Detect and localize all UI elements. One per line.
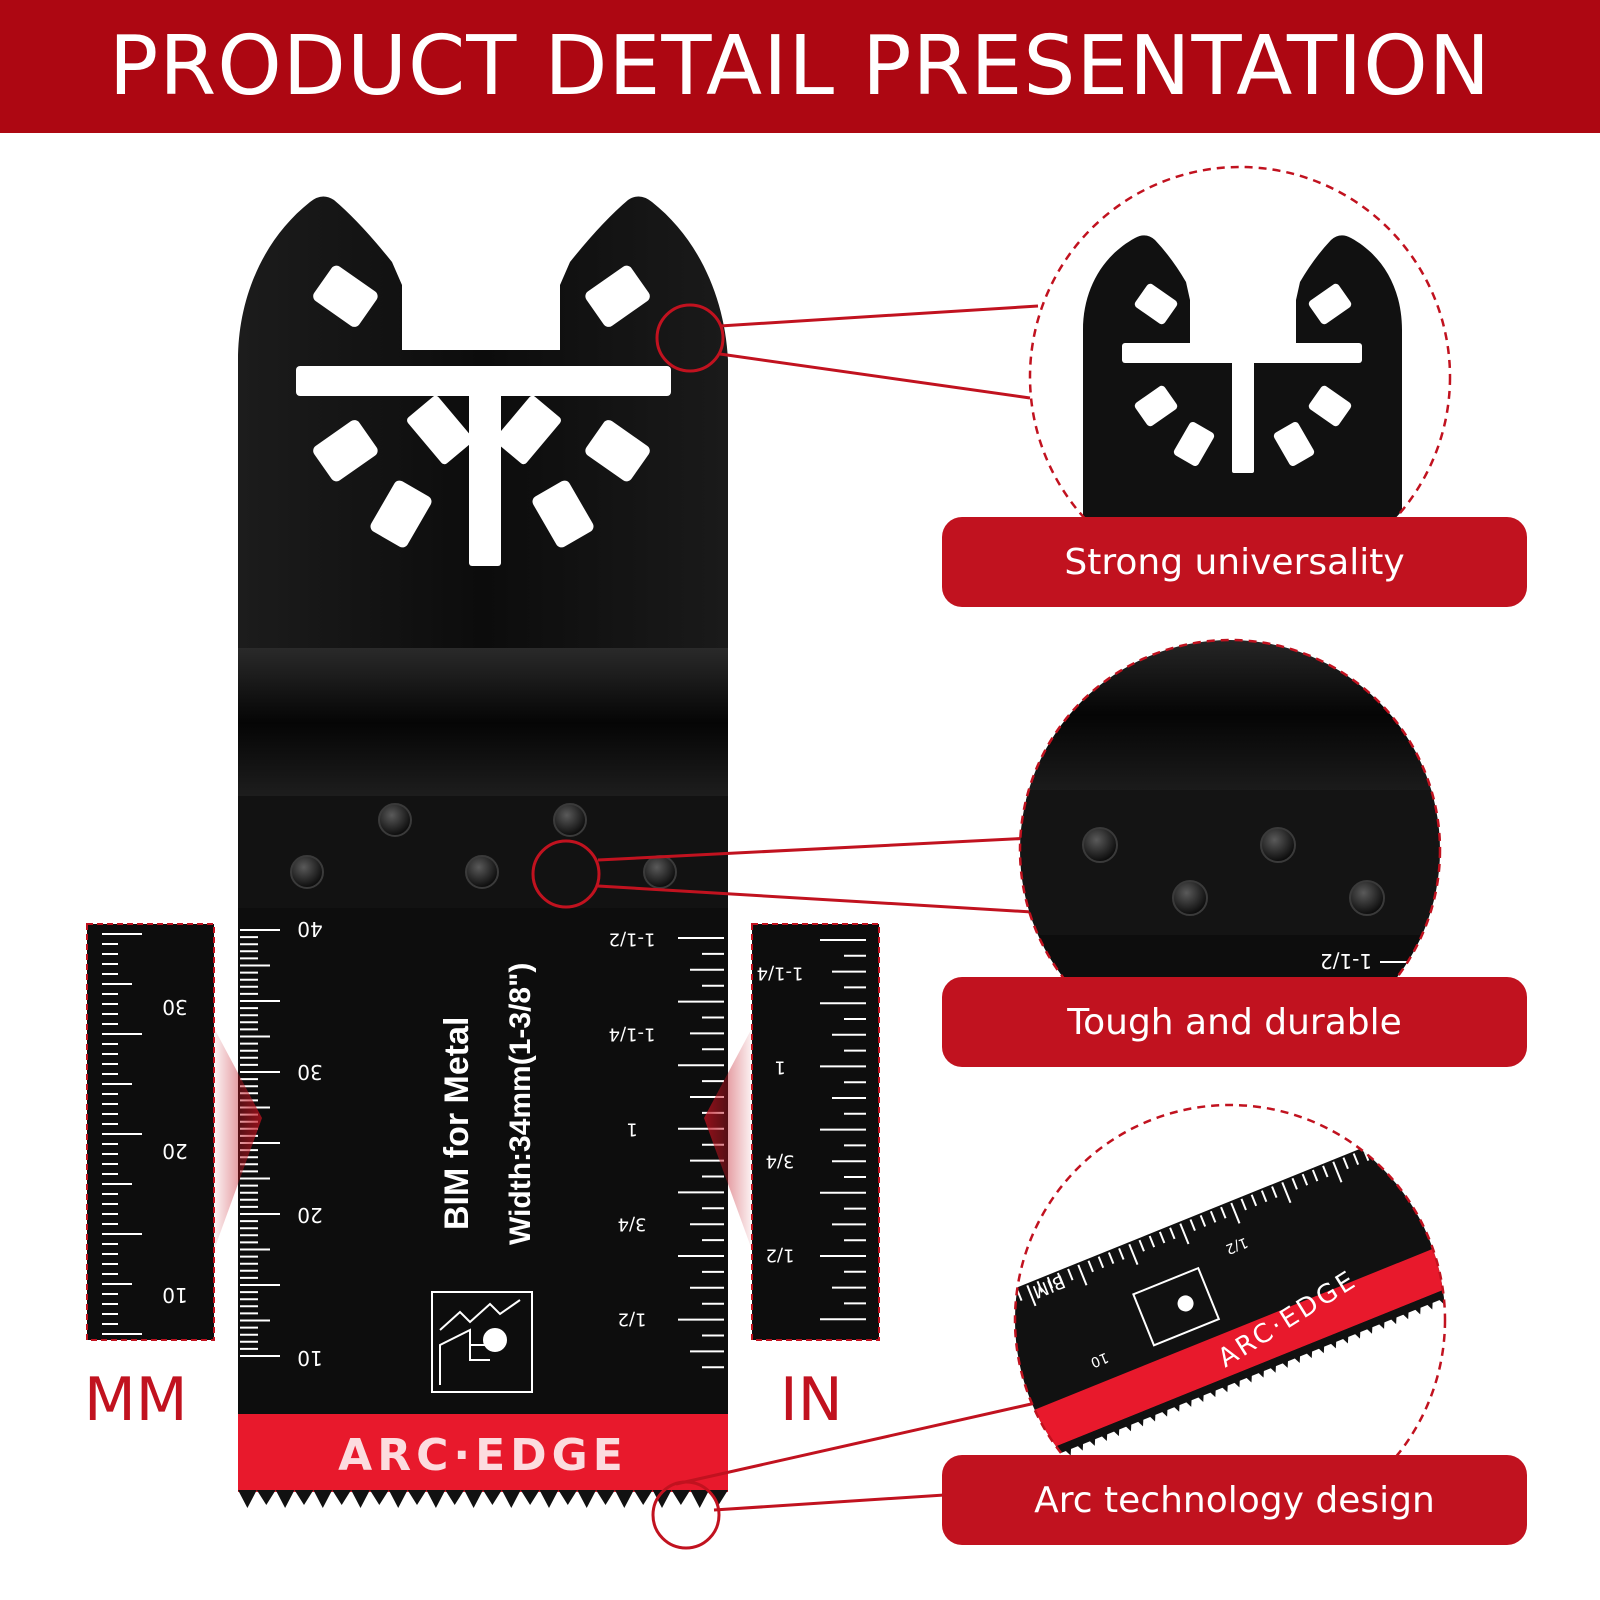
zoom-tick: [1158, 1231, 1166, 1244]
blade-red-band: [238, 1414, 728, 1492]
zoom-tick: [1260, 1190, 1268, 1203]
blade-brand: ARC·EDGE: [338, 1430, 628, 1481]
feature-label-arc: Arc technology design: [942, 1455, 1527, 1545]
material-icon: [431, 1291, 533, 1393]
blade-teeth: [238, 1490, 728, 1508]
blade-inch-tick-label: 1: [626, 1118, 637, 1139]
zoom-tick: [1291, 1177, 1298, 1190]
saw-blade: [238, 196, 728, 1508]
blade-inch-ruler: [678, 937, 724, 1369]
header-banner: PRODUCT DETAIL PRESENTATION: [0, 0, 1600, 133]
blade-mm-ruler: [240, 929, 280, 1357]
zoom-tick: [1301, 1173, 1309, 1186]
blade-line1: BIM for Metal: [438, 1017, 476, 1230]
zoom-tick: [1373, 1144, 1380, 1157]
zoom-circle-universality: [1028, 165, 1452, 589]
feature-label-universality: Strong universality: [942, 517, 1527, 607]
zoom-tick: [1148, 1235, 1156, 1248]
blade-mm-tick-label: 40: [297, 917, 322, 941]
zoom-tick: [1118, 1247, 1125, 1260]
zoom-tick: [1332, 1161, 1343, 1183]
zoom-tick: [1209, 1210, 1217, 1223]
feature-label-durable: Tough and durable: [942, 977, 1527, 1067]
zoom-tick: [1036, 1280, 1043, 1293]
blade-mm-tick-label: 30: [297, 1060, 322, 1084]
zoom-tick: [997, 1298, 1001, 1309]
zoom-tick: [1230, 1202, 1241, 1224]
side-mm-tick-label: 20: [162, 1139, 187, 1163]
zoom-tick: [1046, 1276, 1054, 1289]
zoom-tick: [1087, 1260, 1094, 1273]
zoom-tick: [1056, 1272, 1064, 1285]
inch-side-scale: [704, 923, 880, 1341]
zoom-tick: [1107, 1252, 1115, 1264]
zoom-arc-tick-a: 3/4: [1116, 1207, 1143, 1230]
side-mm-tick-label: 10: [162, 1283, 187, 1307]
blade-line2: Width:34mm(1-3/8"): [504, 963, 537, 1245]
blade-mm-tick-label: 20: [297, 1203, 322, 1227]
zoom-tick: [1179, 1223, 1190, 1245]
callout-markers: [531, 303, 725, 1550]
blade-inch-tick-label: 3/4: [618, 1213, 647, 1234]
side-inch-tick-label: 1-1/4: [757, 962, 804, 983]
zoom-tick: [976, 1306, 984, 1326]
zoom-tick: [1169, 1227, 1176, 1240]
zoom-tick: [1097, 1256, 1105, 1269]
blade-ruler-body: [238, 908, 728, 1416]
zoom-tick: [1281, 1182, 1292, 1204]
in-unit-label: IN: [780, 1365, 843, 1435]
zoom-tick: [1250, 1194, 1258, 1207]
side-inch-tick-label: 3/4: [766, 1150, 795, 1171]
zoom-tick: [1220, 1206, 1227, 1219]
zoom-tick: [1067, 1268, 1074, 1281]
zoom-tick: [1342, 1157, 1349, 1170]
zoom-tick: [1352, 1153, 1360, 1166]
zoom-tick: [1383, 1140, 1394, 1162]
zoom-arc-tick-b: 1/2: [1223, 1234, 1250, 1257]
blade-inch-tick-label: 1/2: [618, 1308, 647, 1329]
zoom-tick: [1138, 1239, 1145, 1252]
mount-cutout: [296, 265, 671, 566]
blade-mm-tick-label: 10: [297, 1346, 322, 1370]
side-inch-tick-label: 1: [774, 1056, 785, 1077]
blade-inch-tick-label: 1-1/4: [609, 1023, 656, 1044]
zoom-tick: [1271, 1186, 1278, 1199]
zoom-tick: [986, 1302, 990, 1313]
zoom-tick: [1007, 1294, 1011, 1305]
zoom-tick: [1026, 1285, 1037, 1307]
zoom-tick: [1311, 1169, 1319, 1182]
zoom-arc-tick-c: 10: [1088, 1349, 1111, 1371]
zoom-tick: [1189, 1219, 1196, 1231]
zoom-tick: [1128, 1243, 1139, 1265]
side-inch-tick-label: 1/2: [766, 1244, 795, 1265]
blade-inch-tick-label: 1-1/2: [609, 928, 656, 949]
page-title: PRODUCT DETAIL PRESENTATION: [108, 19, 1492, 114]
zoom-tick: [1240, 1198, 1247, 1211]
side-mm-tick-label: 30: [162, 995, 187, 1019]
zoom-tick: [1199, 1214, 1207, 1227]
blade-shank: [238, 796, 728, 911]
zoom-tick: [1322, 1165, 1329, 1178]
zoom-durable-tick: 1-1/2: [1320, 949, 1372, 973]
blade-bend: [238, 648, 728, 798]
mm-side-scale: [86, 923, 262, 1341]
zoom-tick: [1077, 1264, 1088, 1286]
mm-unit-label: MM: [84, 1365, 188, 1435]
